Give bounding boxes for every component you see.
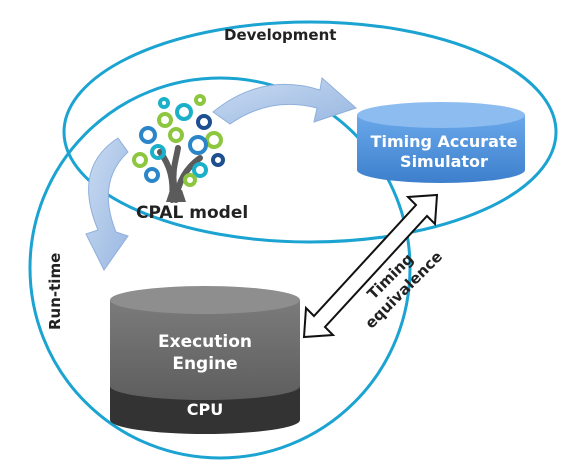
arrow-model-to-engine	[85, 137, 129, 271]
runtime-region	[28, 76, 412, 460]
cpal-tree-icon	[132, 94, 225, 203]
simulator-cylinder	[357, 102, 525, 183]
simulator-label: Timing Accurate Simulator	[360, 132, 528, 172]
arrow-model-to-simulator	[212, 77, 357, 125]
engine-label-line1: Execution	[157, 332, 253, 352]
runtime-label: Run-time	[46, 252, 64, 330]
development-region	[62, 20, 558, 244]
cpu-label: CPU	[186, 400, 224, 419]
simulator-label-line2: Simulator	[400, 152, 488, 171]
cpal-model-label: CPAL model	[136, 203, 249, 223]
engine-label-line2: Engine	[172, 354, 238, 374]
simulator-label-line1: Timing Accurate	[370, 132, 518, 151]
development-label: Development	[224, 26, 337, 44]
engine-label: Execution Engine	[110, 331, 300, 375]
execution-engine-cylinder	[110, 286, 300, 434]
timing-equivalence-arrow	[302, 193, 439, 339]
